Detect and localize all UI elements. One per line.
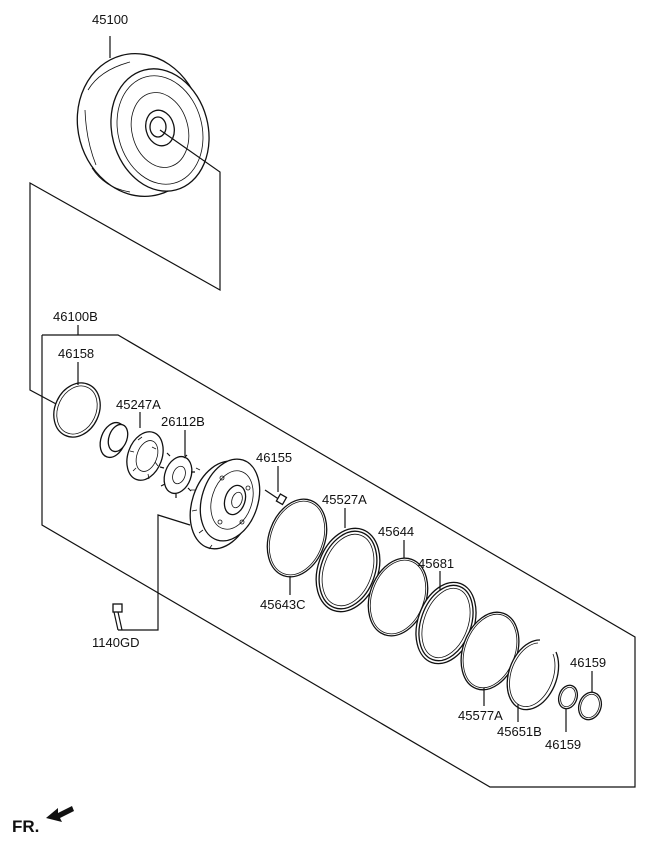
label-45651B: 45651B — [497, 724, 542, 739]
o-ring-46158[interactable] — [45, 375, 109, 444]
ring-45643C[interactable] — [257, 491, 337, 585]
ring-45644[interactable] — [358, 550, 438, 644]
label-46159-bottom: 46159 — [545, 737, 581, 752]
label-45577A: 45577A — [458, 708, 503, 723]
arrow-icon — [46, 806, 74, 822]
bolt-1140GD[interactable] — [112, 603, 123, 631]
bolt-46155[interactable] — [264, 489, 288, 506]
label-1140GD: 1140GD — [92, 635, 139, 650]
label-45247A: 45247A — [116, 397, 161, 412]
o-ring-46159-large[interactable] — [575, 689, 605, 723]
label-45527A: 45527A — [322, 492, 367, 507]
label-46100B: 46100B — [53, 309, 98, 324]
gear-inner[interactable] — [159, 452, 196, 498]
label-45100: 45100 — [92, 12, 128, 27]
label-26112B: 26112B — [161, 414, 205, 429]
gear-outer[interactable] — [120, 427, 169, 486]
oil-pump-body[interactable] — [180, 451, 270, 557]
label-45644: 45644 — [378, 524, 414, 539]
snap-ring-45651B[interactable] — [506, 639, 560, 711]
front-direction-label: FR. — [12, 817, 39, 836]
label-46155: 46155 — [256, 450, 292, 465]
torque-converter[interactable] — [61, 39, 222, 210]
o-ring-46159-small[interactable] — [555, 683, 580, 712]
seal-ring-45527A[interactable] — [305, 519, 391, 620]
oil-seal-45247A[interactable] — [96, 419, 132, 461]
label-46158: 46158 — [58, 346, 94, 361]
ring-45681[interactable] — [405, 574, 486, 672]
label-45681: 45681 — [418, 556, 454, 571]
label-45643C: 45643C — [260, 597, 306, 612]
label-46159-top: 46159 — [570, 655, 606, 670]
